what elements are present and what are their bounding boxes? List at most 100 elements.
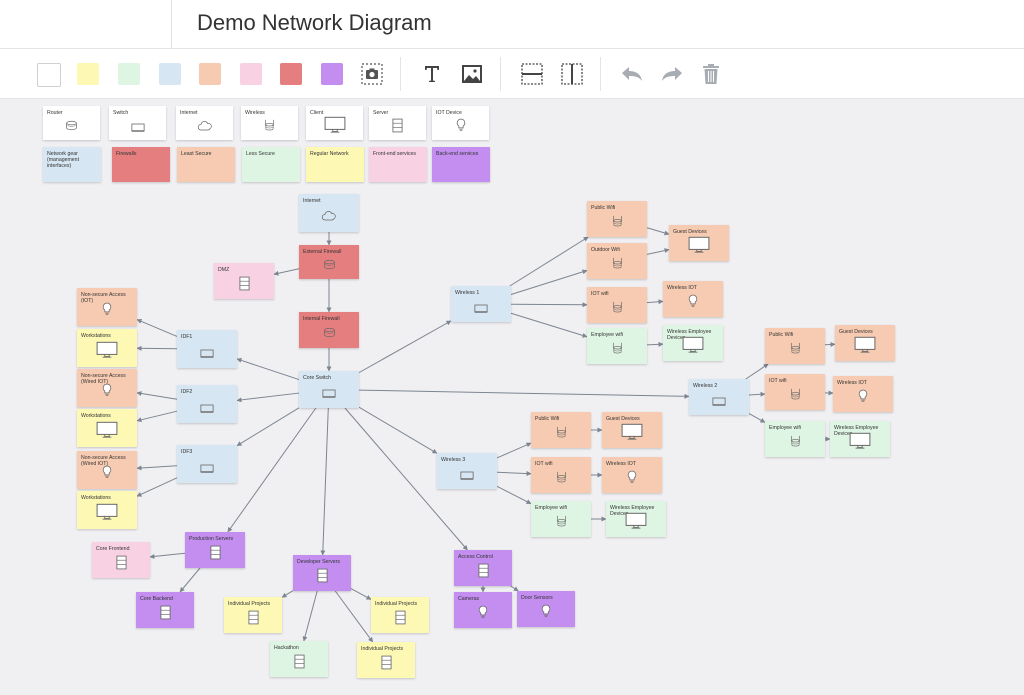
node-w2-pub[interactable]: Public Wifi bbox=[765, 328, 825, 364]
legend-switch[interactable]: Switch bbox=[109, 106, 166, 140]
legend-monitor[interactable]: Client bbox=[306, 106, 363, 140]
legend-server[interactable]: Server bbox=[369, 106, 426, 140]
node-door[interactable]: Door Sensors bbox=[517, 591, 575, 627]
trash-icon[interactable] bbox=[699, 62, 723, 86]
node-label: Door Sensors bbox=[521, 595, 553, 601]
legend-wireless[interactable]: Wireless bbox=[241, 106, 298, 140]
camera-icon[interactable] bbox=[360, 62, 384, 86]
node-w2[interactable]: Wireless 2 bbox=[689, 379, 749, 415]
bulb-icon bbox=[688, 294, 698, 313]
edge-w1_pub-to-w1_guest bbox=[646, 227, 670, 236]
color-swatch-white[interactable] bbox=[37, 63, 61, 87]
switch-icon bbox=[322, 386, 336, 404]
node-corebe[interactable]: Core Backend bbox=[136, 592, 194, 628]
node-w1-wemp[interactable]: Wireless Employee Devices bbox=[663, 325, 723, 361]
legend-color-yellow[interactable]: Regular Network bbox=[306, 147, 364, 182]
legend-color-orange[interactable]: Least Secure bbox=[177, 147, 235, 182]
node-prod[interactable]: Production Servers bbox=[185, 532, 245, 568]
edge-idf3-to-nsa3 bbox=[136, 465, 178, 471]
legend-router[interactable]: Router bbox=[43, 106, 100, 140]
node-w1[interactable]: Wireless 1 bbox=[451, 286, 511, 322]
node-label: Public Wifi bbox=[769, 332, 794, 338]
node-w1-out[interactable]: Outdoor Wifi bbox=[587, 243, 647, 279]
node-label: Workstations bbox=[81, 495, 111, 501]
node-idf3[interactable]: IDF3 bbox=[177, 445, 237, 483]
color-swatch-red[interactable] bbox=[280, 63, 302, 85]
edge-w1-to-w1_pub bbox=[509, 236, 589, 287]
node-label: Wireless IOT bbox=[837, 380, 867, 386]
node-w1-guest[interactable]: Guest Devices bbox=[669, 225, 729, 261]
node-nsa3[interactable]: Non-secure Access (Wired IOT) bbox=[77, 451, 137, 489]
color-swatch-pink[interactable] bbox=[240, 63, 262, 85]
node-label: Non-secure Access (Wired IOT) bbox=[81, 373, 126, 385]
node-ws2[interactable]: Workstations bbox=[77, 409, 137, 447]
node-label: IOT wifi bbox=[591, 291, 609, 297]
node-w3[interactable]: Wireless 3 bbox=[437, 453, 497, 489]
color-swatch-yellow[interactable] bbox=[77, 63, 99, 85]
node-w2-wiot[interactable]: Wireless IOT bbox=[833, 376, 893, 412]
node-idf2[interactable]: IDF2 bbox=[177, 385, 237, 423]
page-title[interactable]: Demo Network Diagram bbox=[197, 10, 432, 35]
legend-color-green[interactable]: Less Secure bbox=[242, 147, 300, 182]
node-w2-guest[interactable]: Guest Devices bbox=[835, 325, 895, 361]
node-ws3[interactable]: Workstations bbox=[77, 491, 137, 529]
node-ext-fw[interactable]: External Firewall bbox=[299, 245, 359, 279]
color-swatch-blue[interactable] bbox=[159, 63, 181, 85]
node-label: Core Frontend bbox=[96, 546, 130, 552]
node-nsa1[interactable]: Non-secure Access (IOT) bbox=[77, 288, 137, 326]
color-swatch-green[interactable] bbox=[118, 63, 140, 85]
node-label: Production Servers bbox=[189, 536, 234, 542]
image-icon[interactable] bbox=[460, 62, 484, 86]
legend-color-pink[interactable]: Front-end services bbox=[369, 147, 427, 182]
node-int-fw[interactable]: Internal Firewall bbox=[299, 312, 359, 348]
node-dev[interactable]: Developer Servers bbox=[293, 555, 351, 591]
redo-icon[interactable] bbox=[660, 62, 684, 86]
node-nsa2[interactable]: Non-secure Access (Wired IOT) bbox=[77, 369, 137, 407]
node-indiv1[interactable]: Individual Projects bbox=[224, 597, 282, 633]
node-ws1[interactable]: Workstations bbox=[77, 329, 137, 367]
horizontal-split-icon[interactable] bbox=[520, 62, 544, 86]
node-label: Individual Projects bbox=[228, 601, 271, 607]
node-w2-wemp[interactable]: Wireless Employee Devices bbox=[830, 421, 890, 457]
node-corefe[interactable]: Core Frontend bbox=[92, 542, 150, 578]
node-label: Guest Devices bbox=[606, 416, 640, 422]
node-w3-wemp[interactable]: Wireless Employee Devices bbox=[606, 501, 666, 537]
color-swatch-purple[interactable] bbox=[321, 63, 343, 85]
node-w3-guest[interactable]: Guest Devices bbox=[602, 412, 662, 448]
node-acc[interactable]: Access Control bbox=[454, 550, 512, 586]
text-icon[interactable] bbox=[420, 62, 444, 86]
node-idf1[interactable]: IDF1 bbox=[177, 330, 237, 368]
color-swatch-orange[interactable] bbox=[199, 63, 221, 85]
node-core[interactable]: Core Switch bbox=[299, 371, 359, 408]
node-w3-wiot[interactable]: Wireless IOT bbox=[602, 457, 662, 493]
node-w1-iot[interactable]: IOT wifi bbox=[587, 287, 647, 323]
node-w1-emp[interactable]: Employee wifi bbox=[587, 328, 647, 364]
node-label: Internet bbox=[303, 198, 321, 204]
node-indiv3[interactable]: Individual Projects bbox=[357, 642, 415, 678]
node-w1-wiot[interactable]: Wireless IOT bbox=[663, 281, 723, 317]
node-internet[interactable]: Internet bbox=[299, 194, 359, 232]
node-w3-emp[interactable]: Employee wifi bbox=[531, 501, 591, 537]
legend-color-blue[interactable]: Network gear (management interfaces) bbox=[43, 147, 101, 182]
node-w2-emp[interactable]: Employee wifi bbox=[765, 421, 825, 457]
node-w2-iot[interactable]: IOT wifi bbox=[765, 374, 825, 410]
node-label: IOT wifi bbox=[535, 461, 553, 467]
node-cams[interactable]: Cameras bbox=[454, 592, 512, 628]
node-label: Non-secure Access (IOT) bbox=[81, 292, 126, 304]
node-w3-pub[interactable]: Public Wifi bbox=[531, 412, 591, 448]
legend-cloud[interactable]: Internet bbox=[176, 106, 233, 140]
legend-color-purple[interactable]: Back-end services bbox=[432, 147, 490, 182]
node-indiv2[interactable]: Individual Projects bbox=[371, 597, 429, 633]
legend-color-red[interactable]: Firewalls bbox=[112, 147, 170, 182]
node-hack[interactable]: Hackathon bbox=[270, 641, 328, 677]
legend-bulb[interactable]: IOT Device bbox=[432, 106, 489, 140]
undo-icon[interactable] bbox=[620, 62, 644, 86]
node-dmz[interactable]: DMZ bbox=[214, 263, 274, 299]
monitor-icon bbox=[682, 336, 704, 359]
vertical-split-icon[interactable] bbox=[560, 62, 584, 86]
cloud-icon bbox=[321, 209, 337, 227]
monitor-icon bbox=[625, 512, 647, 535]
node-w3-iot[interactable]: IOT wifi bbox=[531, 457, 591, 493]
node-w1-pub[interactable]: Public Wifi bbox=[587, 201, 647, 237]
